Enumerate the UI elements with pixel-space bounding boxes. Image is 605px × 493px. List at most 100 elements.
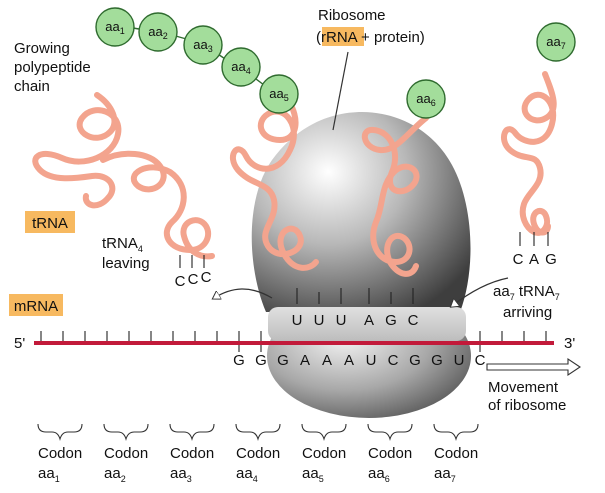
anticodon-base: U <box>292 312 303 329</box>
svg-text:aa6: aa6 <box>416 91 435 108</box>
five-prime-label: 5' <box>14 335 25 352</box>
anticodon-base: G <box>545 251 557 268</box>
svg-text:aa4: aa4 <box>236 465 258 484</box>
growing-chain-label: Growing polypeptide chain <box>14 40 91 95</box>
svg-text:aa2: aa2 <box>104 465 126 484</box>
svg-text:arriving: arriving <box>503 304 552 321</box>
codon-label-7: Codon aa7 <box>434 445 478 484</box>
ribosome-pointer <box>332 51 349 131</box>
three-prime-label: 3' <box>564 335 575 352</box>
svg-text:Codon: Codon <box>236 445 280 462</box>
mrna-bases: G G G A A A U C G G U C <box>233 352 485 369</box>
trna-tag: tRNA <box>25 211 75 233</box>
trna-exit-arrow <box>214 288 273 298</box>
svg-text:aa2: aa2 <box>148 24 167 41</box>
mrna-base: C <box>475 352 486 369</box>
svg-text:Codon: Codon <box>104 445 148 462</box>
mrna-tag: mRNA <box>9 294 63 316</box>
anticodon-base: C <box>408 312 419 329</box>
mrna-base: A <box>322 352 332 369</box>
anticodon-base: U <box>314 312 325 329</box>
svg-text:aa7: aa7 <box>434 465 456 484</box>
trna4-leaving-label: tRNA4 leaving <box>102 235 150 272</box>
anticodon-base: C <box>513 251 524 268</box>
svg-text:Ribosome: Ribosome <box>318 7 386 24</box>
anticodon-base: C <box>175 273 186 290</box>
svg-text:aa1: aa1 <box>105 19 124 36</box>
ribosome-large-subunit <box>251 112 471 312</box>
mrna-strand <box>34 331 554 352</box>
anticodon-ticks-leaving <box>179 255 205 268</box>
amino-acids: aa1 aa2 aa3 aa4 aa5 aa6 aa7 <box>95 7 576 119</box>
svg-text:(rRNA + protein): (rRNA + protein) <box>316 29 425 46</box>
movement-label-line2: of ribosome <box>488 397 566 414</box>
anticodon-base: U <box>336 312 347 329</box>
trna-free <box>32 92 122 209</box>
trna-7-arriving <box>501 71 557 236</box>
svg-text:Codon: Codon <box>302 445 346 462</box>
mrna-base: G <box>431 352 443 369</box>
svg-text:chain: chain <box>14 78 50 95</box>
amino-acid-5: aa5 <box>259 74 299 114</box>
svg-text:aa6: aa6 <box>368 465 390 484</box>
codon-brace <box>367 423 413 441</box>
mrna-backbone <box>34 341 554 345</box>
trna-6-a-site <box>362 115 429 277</box>
svg-text:Codon: Codon <box>368 445 412 462</box>
svg-text:Codon: Codon <box>38 445 82 462</box>
svg-text:aa5: aa5 <box>269 86 288 103</box>
codon-brace <box>433 423 479 441</box>
mrna-base: A <box>344 352 354 369</box>
mrna-base: C <box>388 352 399 369</box>
svg-text:leaving: leaving <box>102 255 150 272</box>
arriving-label: aa7 tRNA7 arriving <box>493 283 560 321</box>
svg-text:polypeptide: polypeptide <box>14 59 91 76</box>
mrna-base: G <box>255 352 267 369</box>
svg-text:mRNA: mRNA <box>14 298 58 315</box>
svg-text:aa5: aa5 <box>302 465 324 484</box>
ribosome <box>251 112 471 418</box>
ribosome-label: Ribosome (rRNA + protein) <box>316 7 425 46</box>
codon-label-2: Codon aa2 <box>104 445 148 484</box>
mrna-base: G <box>233 352 245 369</box>
codon-brace <box>301 423 347 441</box>
anticodon-base: C <box>201 269 212 286</box>
mrna-base: U <box>454 352 465 369</box>
anticodon-leaving: C C C <box>175 269 212 290</box>
anticodon-base: A <box>364 312 374 329</box>
movement-arrow <box>486 357 581 377</box>
mrna-base: G <box>277 352 289 369</box>
amino-acid-7: aa7 <box>536 22 576 62</box>
codon-brace <box>37 423 83 441</box>
codon-labels: Codon aa1 Codon aa2 Codon aa3 Codon aa4 … <box>38 445 478 484</box>
svg-text:Codon: Codon <box>170 445 214 462</box>
trna-5-p-site <box>230 97 319 271</box>
svg-text:tRNA4: tRNA4 <box>102 235 143 254</box>
codon-label-1: Codon aa1 <box>38 445 82 484</box>
anticodon-base: A <box>529 251 539 268</box>
svg-text:aa4: aa4 <box>231 59 250 76</box>
svg-text:aa7 tRNA7: aa7 tRNA7 <box>493 283 560 302</box>
svg-text:Codon: Codon <box>434 445 478 462</box>
anticodon-ribosome: U U U A G C <box>292 312 419 329</box>
rrna-highlight <box>322 27 364 46</box>
amino-acid-3: aa3 <box>183 25 223 65</box>
codon-brace <box>169 423 215 441</box>
svg-text:aa7: aa7 <box>546 34 565 51</box>
codon-label-5: Codon aa5 <box>302 445 346 484</box>
anticodon-base: G <box>385 312 397 329</box>
mrna-base: U <box>366 352 377 369</box>
svg-text:aa3: aa3 <box>193 37 212 54</box>
ribosome-channel <box>268 307 466 341</box>
trna-4-leaving <box>100 150 215 260</box>
amino-acid-4: aa4 <box>221 47 261 87</box>
trna-entry-arrow <box>452 277 509 306</box>
anticodon-base: C <box>188 271 199 288</box>
amino-acid-6: aa6 <box>406 79 446 119</box>
amino-acid-2: aa2 <box>138 12 178 52</box>
anticodon-ticks-arriving <box>519 232 549 246</box>
movement-label-line1: Movement <box>488 379 559 396</box>
svg-text:tRNA: tRNA <box>32 215 68 232</box>
codon-label-3: Codon aa3 <box>170 445 214 484</box>
